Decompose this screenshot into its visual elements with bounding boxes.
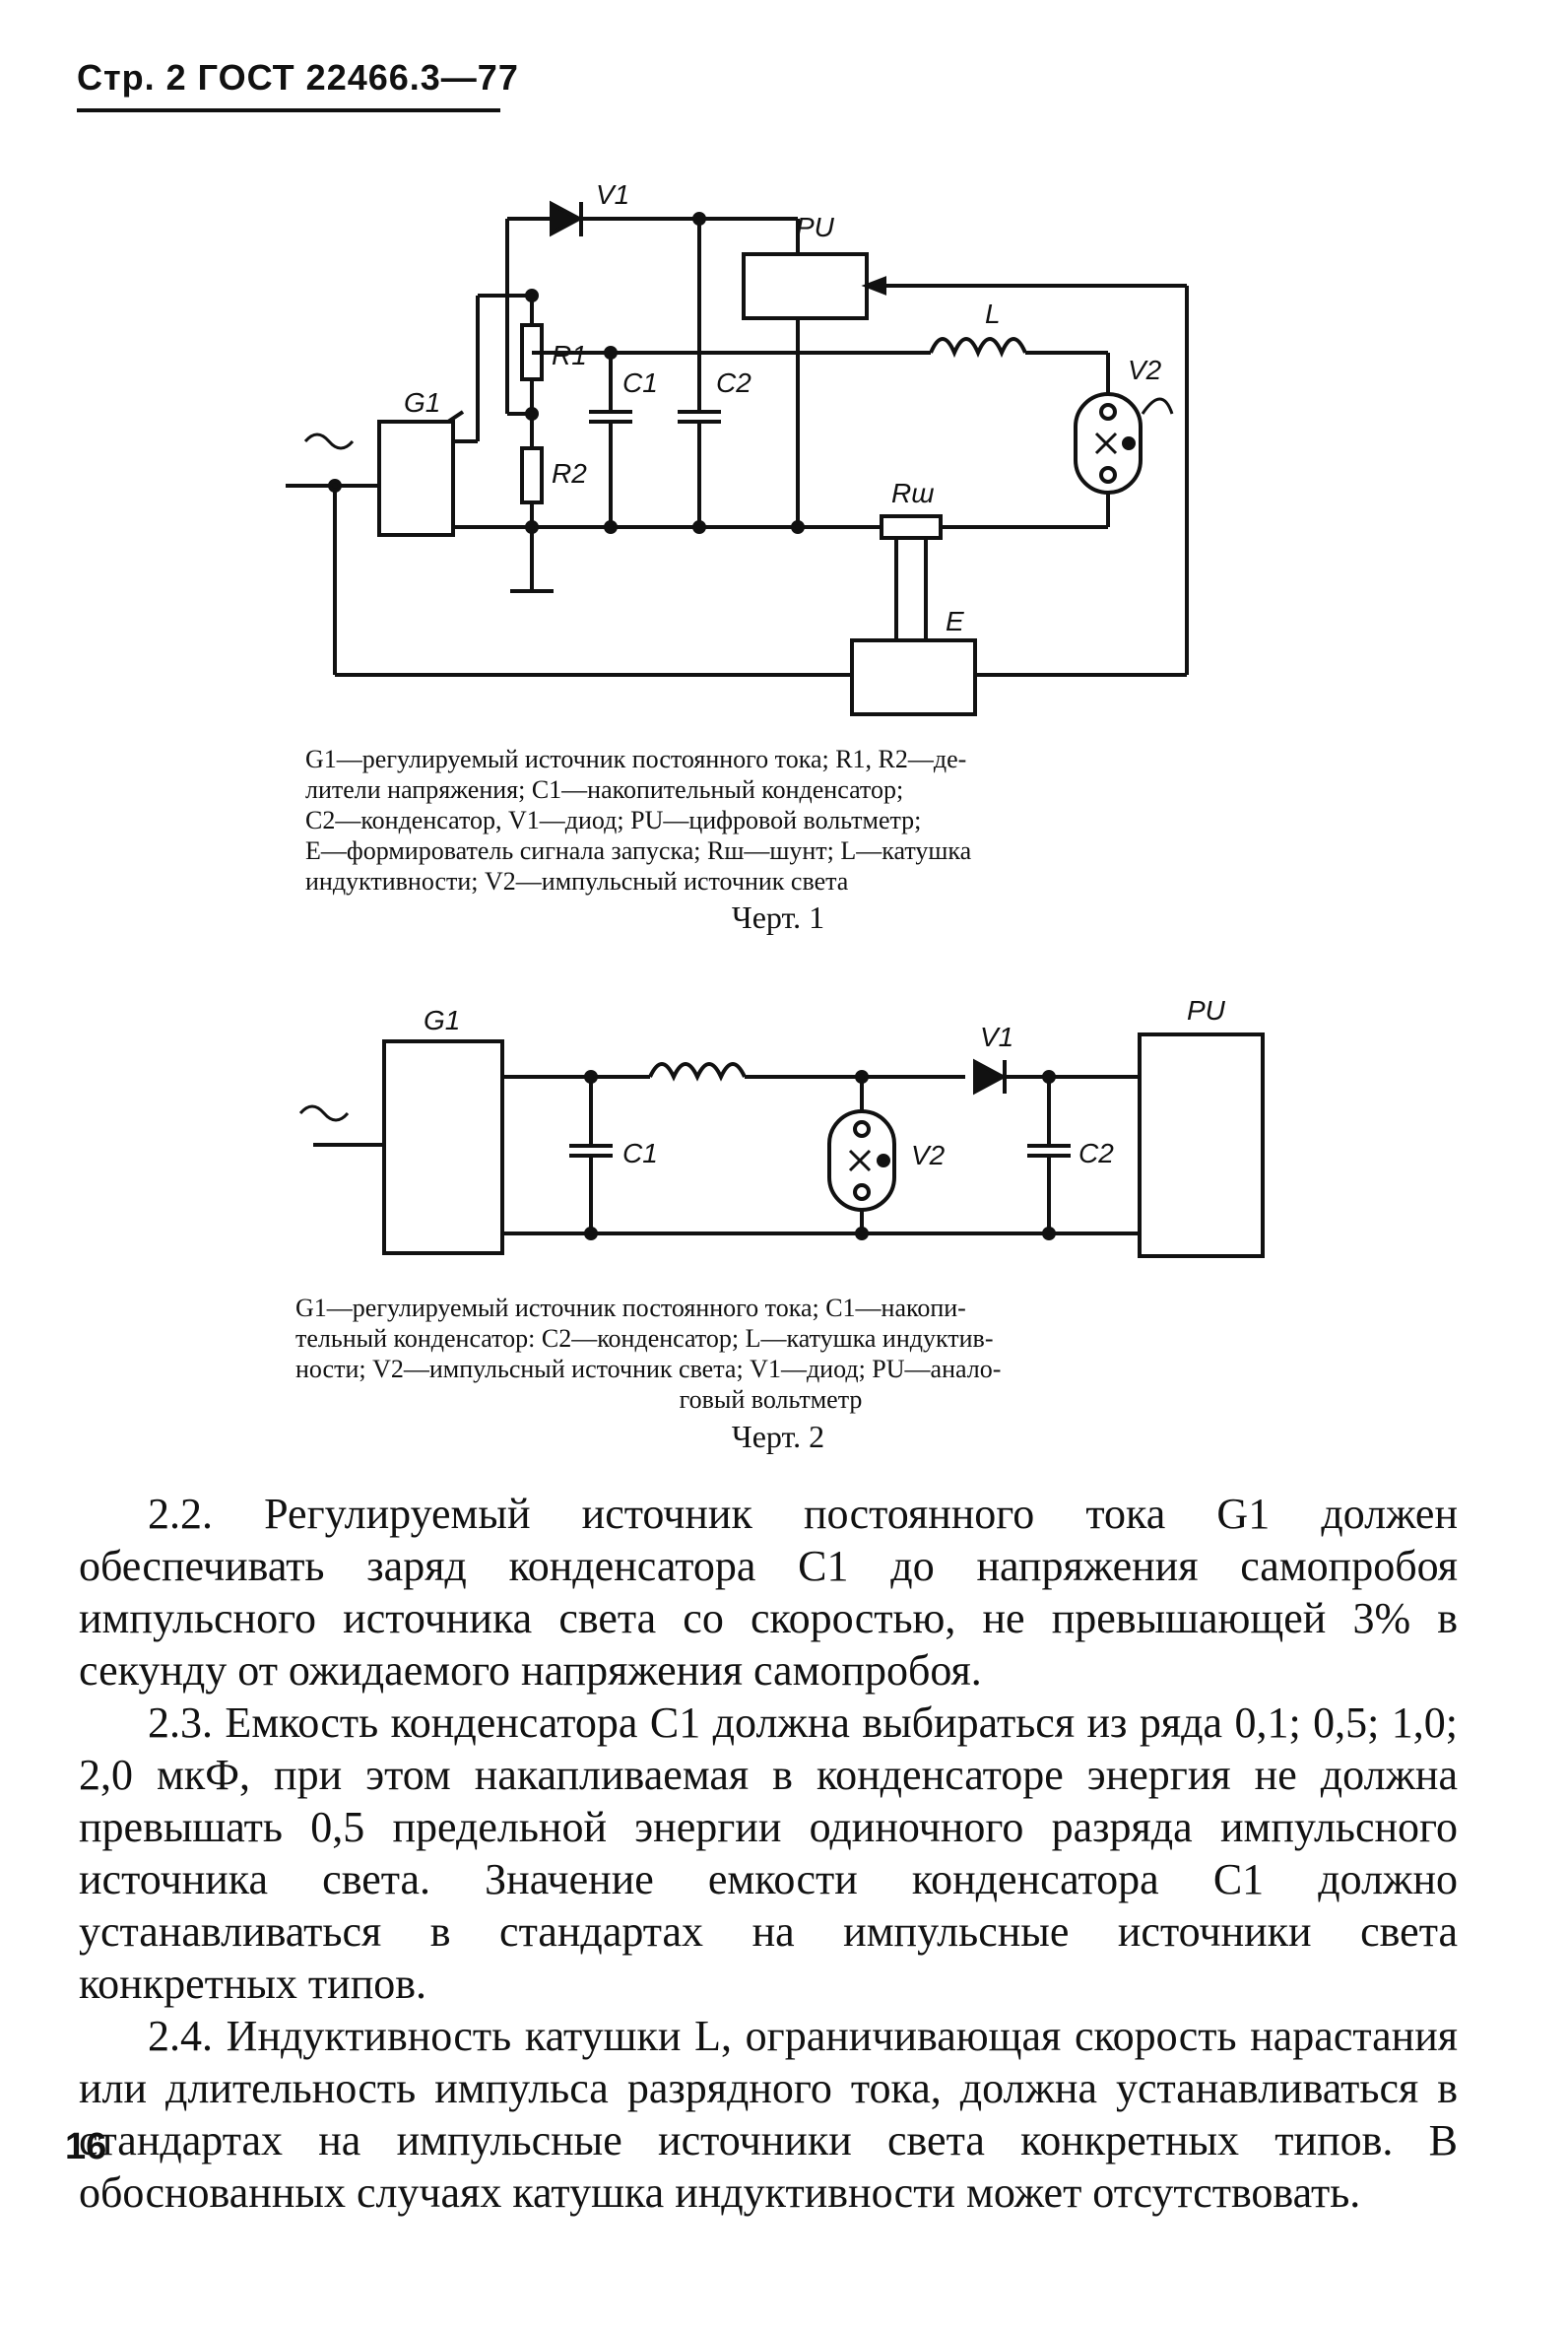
figure-1-schematic	[286, 200, 1189, 716]
figure-2-schematic	[298, 1032, 1265, 1258]
caption-line: говый вольтметр	[679, 1385, 863, 1414]
fig1-label-pu: PU	[796, 212, 835, 242]
header-rule	[77, 108, 500, 112]
figure-2-title: Черт. 2	[731, 1419, 825, 1454]
fig1-label-c1: C1	[622, 367, 658, 398]
paragraph-2-3: 2.3. Емкость конденсатора C1 должна выби…	[79, 1698, 1458, 2008]
body-text: 2.2. Регулируемый источник постоянного т…	[79, 1488, 1458, 2219]
fig2-label-v1: V1	[980, 1022, 1013, 1052]
fig1-label-l: L	[985, 299, 1001, 329]
figure-1-caption: G1—регулируемый источник постоянного ток…	[305, 744, 1197, 897]
fig1-label-r1: R1	[552, 340, 587, 370]
fig2-label-v2: V2	[911, 1140, 946, 1170]
figure-1-labels: V1 PU R1 C1 C2 L V2 G1 R2 Rш E	[404, 179, 1162, 636]
page-header: Стр. 2 ГОСТ 22466.3—77	[77, 57, 519, 98]
paragraph-2-4: 2.4. Индуктивность катушки L, ограничива…	[79, 2012, 1458, 2217]
figure-2-labels: G1 PU V1 C1 V2 C2	[424, 995, 1226, 1170]
fig1-label-e: E	[946, 606, 964, 636]
fig2-label-g1: G1	[424, 1005, 460, 1035]
fig1-label-rsh: Rш	[891, 478, 934, 508]
caption-line: тельный конденсатор: C2—конденсатор; L—к…	[295, 1324, 994, 1353]
figure-1-title: Черт. 1	[731, 899, 825, 935]
fig1-label-v1: V1	[596, 179, 629, 210]
caption-line: индуктивности; V2—импульсный источник св…	[305, 867, 849, 896]
fig1-label-c2: C2	[716, 367, 751, 398]
caption-line: E—формирователь сигнала запуска; Rш—шунт…	[305, 836, 972, 865]
fig1-label-v2: V2	[1128, 355, 1162, 385]
fig2-label-c2: C2	[1078, 1138, 1114, 1168]
page-number: 16	[65, 2126, 107, 2167]
caption-line: лители напряжения; C1—накопительный конд…	[305, 775, 904, 804]
caption-line: ности; V2—импульсный источник света; V1—…	[295, 1355, 1002, 1383]
fig1-label-r2: R2	[552, 458, 587, 489]
caption-line: G1—регулируемый источник постоянного ток…	[305, 745, 967, 773]
fig1-label-g1: G1	[404, 387, 440, 418]
figure-2-caption: G1—регулируемый источник постоянного ток…	[295, 1293, 1246, 1415]
caption-line: C2—конденсатор, V1—диод; PU—цифровой вол…	[305, 806, 922, 834]
paragraph-2-2: 2.2. Регулируемый источник постоянного т…	[79, 1490, 1458, 1695]
fig2-label-c1: C1	[622, 1138, 658, 1168]
fig2-label-pu: PU	[1187, 995, 1226, 1026]
caption-line: G1—регулируемый источник постоянного ток…	[295, 1294, 966, 1322]
